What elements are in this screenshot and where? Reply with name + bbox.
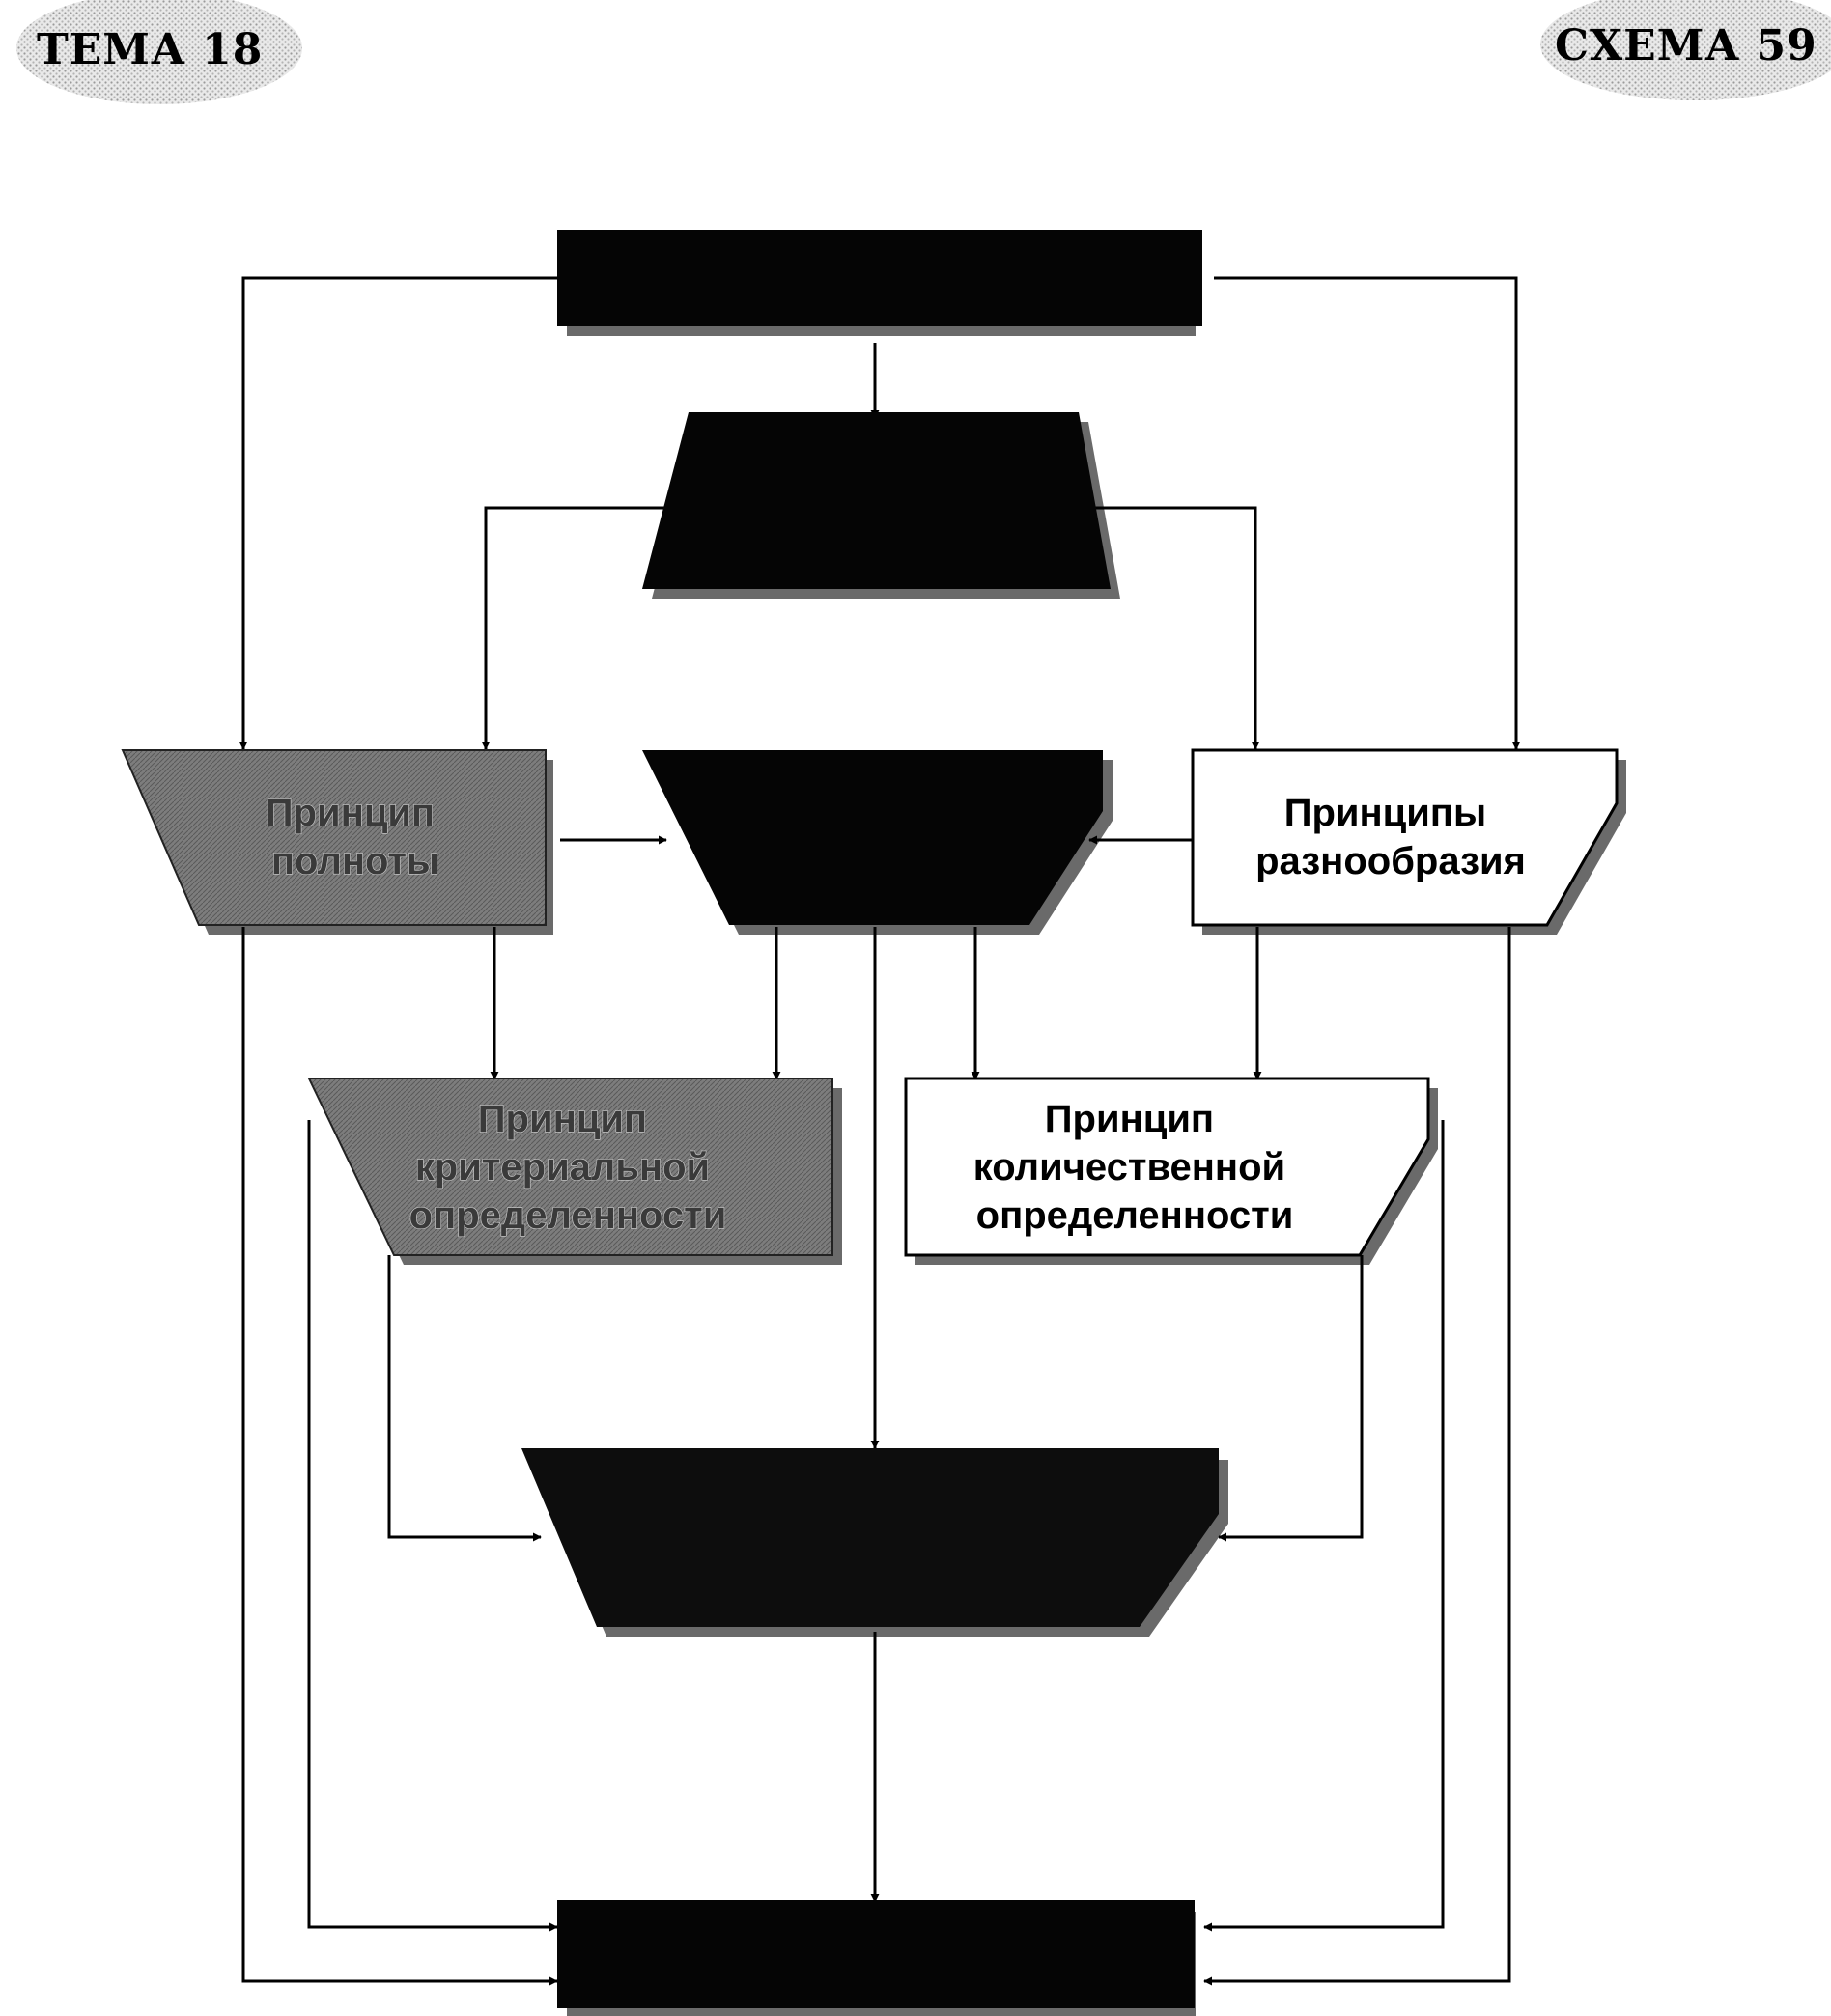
topic-label: ТЕМА 18	[37, 25, 263, 74]
topic-badge: ТЕМА 18	[16, 0, 302, 104]
topic-badge-background	[16, 0, 302, 104]
criterial-label: Принцип критериальной определенности	[409, 1098, 727, 1237]
scheme-label: СХЕМА 59	[1555, 21, 1817, 70]
completeness-shape	[121, 749, 547, 926]
diversity-label: Принципы разнообразия	[1255, 792, 1526, 882]
arrow-quantitative-to-lower	[1218, 1255, 1364, 1542]
arrow-quantitative-to-bottom	[1203, 1120, 1445, 1932]
connectors	[239, 276, 1521, 1986]
diversity-shape	[1191, 748, 1619, 927]
top-box	[557, 230, 1202, 326]
center-shape	[642, 750, 1103, 925]
upper-trapezoid	[642, 412, 1111, 589]
arrow-top-to-completeness	[239, 276, 557, 750]
scheme-badge-background	[1540, 0, 1831, 100]
arrow-upper-to-completeness	[481, 506, 676, 750]
arrow-completeness-to-bottom	[241, 927, 558, 1986]
quantitative-label: Принцип количественной определенности	[973, 1098, 1296, 1237]
lower-trapezoid	[521, 1448, 1219, 1627]
arrow-criterial-to-lower	[387, 1255, 542, 1542]
arrow-criterial-to-bottom	[307, 1120, 558, 1932]
arrow-diversity-to-bottom	[1203, 927, 1511, 1986]
quantitative-shape	[904, 1077, 1430, 1257]
arrow-upper-to-diversity	[1080, 506, 1260, 750]
scheme-badge: СХЕМА 59	[1540, 0, 1831, 100]
completeness-label: Принцип полноты	[266, 792, 445, 882]
bottom-box	[557, 1900, 1195, 2008]
arrow-top-to-diversity	[1214, 276, 1521, 750]
criterial-shape	[307, 1078, 833, 1256]
